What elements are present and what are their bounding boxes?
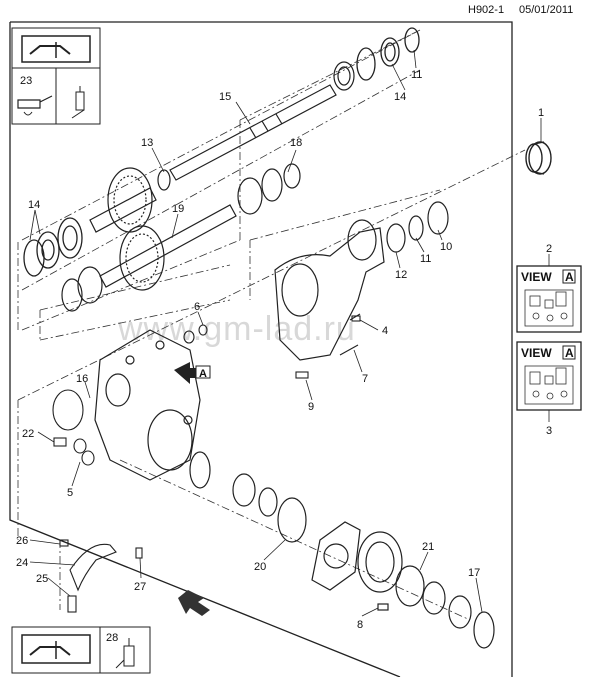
legend-box-top: 23: [11, 27, 101, 125]
watermark: www.gm-lad.ru: [117, 310, 356, 348]
callout-11-right: 11: [420, 253, 431, 265]
legend-box-bottom: 28: [11, 626, 151, 674]
leader-lines: [17, 29, 526, 621]
callout-11: 11: [411, 69, 422, 81]
view-a-2-title: VIEW: [521, 346, 552, 360]
sensor-assembly: [59, 539, 143, 613]
oil-can-icon: [17, 95, 53, 116]
rear-housing: [274, 201, 449, 361]
callout-14: 14: [394, 91, 406, 103]
bearing-cup-1: [525, 141, 552, 175]
callout-27: 27: [134, 581, 146, 593]
diagram-date: 05/01/2011: [519, 4, 574, 16]
callout-3: 3: [546, 425, 552, 437]
book-wrench-icon: [21, 634, 91, 664]
frame-top-right: [10, 21, 513, 677]
callout-19: 19: [172, 203, 184, 215]
callout-16: 16: [76, 373, 88, 385]
callout-18: 18: [290, 137, 302, 149]
callout-7: 7: [362, 373, 368, 385]
view-a-arrow-icon: A: [174, 362, 211, 384]
view-a-box-1: VIEW A: [516, 265, 582, 333]
transfer-case-housing: [94, 329, 201, 481]
intermediate-gear: [61, 163, 301, 312]
frame-left-diagonal: [9, 22, 401, 677]
callout-17: 17: [468, 567, 480, 579]
view-a-1-letter: A: [565, 270, 574, 284]
front-arrow-icon: [178, 590, 210, 616]
callout-20: 20: [254, 561, 266, 573]
output-shaft: [169, 61, 355, 181]
callout-14-left: 14: [28, 199, 40, 211]
book-wrench-icon: [21, 35, 91, 63]
callout-13: 13: [141, 137, 153, 149]
callout-5: 5: [67, 487, 73, 499]
view-a-1-title: VIEW: [521, 270, 552, 284]
callout-22: 22: [22, 428, 34, 440]
callout-23: 23: [20, 75, 32, 87]
arrow-letter-a: A: [199, 368, 207, 380]
view-a-2-letter: A: [565, 346, 574, 360]
callout-leaders: [29, 49, 550, 617]
callout-1: 1: [538, 107, 544, 119]
callout-labels: 15 14 11 13 18 1 14 19 10 11 12 2 6 4 7 …: [16, 69, 552, 631]
callout-24: 24: [16, 557, 28, 569]
callout-15: 15: [219, 91, 231, 103]
small-fasteners: [52, 313, 361, 466]
diagram-code: H902-1: [468, 4, 505, 16]
callout-12: 12: [395, 269, 407, 281]
callout-21: 21: [422, 541, 434, 553]
callout-28: 28: [106, 632, 118, 644]
drive-gear-upper: [89, 167, 171, 233]
bearings-left: [23, 217, 83, 277]
snap-rings-top: [356, 27, 420, 81]
callout-26: 26: [16, 535, 28, 547]
view-a-box-2: VIEW A: [516, 341, 582, 411]
callout-25: 25: [36, 573, 48, 585]
callout-9: 9: [308, 401, 314, 413]
callout-8: 8: [357, 619, 363, 631]
sealant-tube-icon: [115, 638, 135, 669]
grease-gun-icon: [71, 86, 85, 119]
callout-10: 10: [440, 241, 452, 253]
callout-6: 6: [194, 301, 200, 313]
callout-2: 2: [546, 243, 552, 255]
front-output-assembly: [189, 451, 495, 649]
callout-4: 4: [382, 325, 388, 337]
